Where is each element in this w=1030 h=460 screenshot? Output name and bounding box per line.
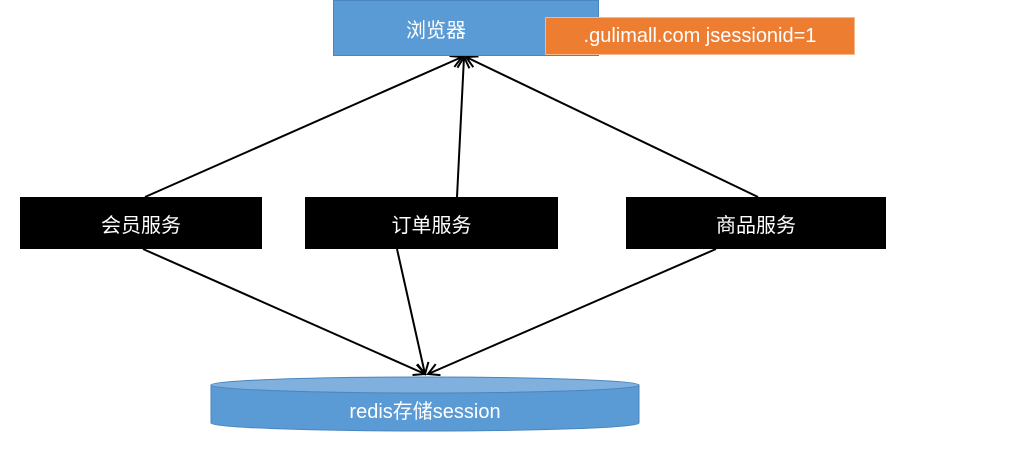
arrow-order-to-browser xyxy=(456,57,464,198)
arrow-order-to-redis xyxy=(396,248,425,374)
redis-session-store: redis存储session xyxy=(210,385,640,433)
goods-service-node: 商品服务 xyxy=(626,197,886,249)
redis-label: redis存储session xyxy=(349,400,501,423)
arrow-goods-to-browser xyxy=(466,57,759,198)
cookie-note: .gulimall.com jsessionid=1 xyxy=(545,17,855,55)
order-service-node: 订单服务 xyxy=(305,197,558,249)
member-service-label: 会员服务 xyxy=(101,212,181,237)
arrow-member-to-browser xyxy=(144,57,462,198)
goods-service-label: 商品服务 xyxy=(716,212,796,237)
member-service-node: 会员服务 xyxy=(20,197,262,249)
cookie-label: .gulimall.com jsessionid=1 xyxy=(583,24,817,47)
order-service-label: 订单服务 xyxy=(391,212,472,237)
browser-label: 浏览器 xyxy=(406,17,466,42)
arrow-member-to-redis xyxy=(142,248,425,374)
arrow-goods-to-redis xyxy=(428,248,717,374)
